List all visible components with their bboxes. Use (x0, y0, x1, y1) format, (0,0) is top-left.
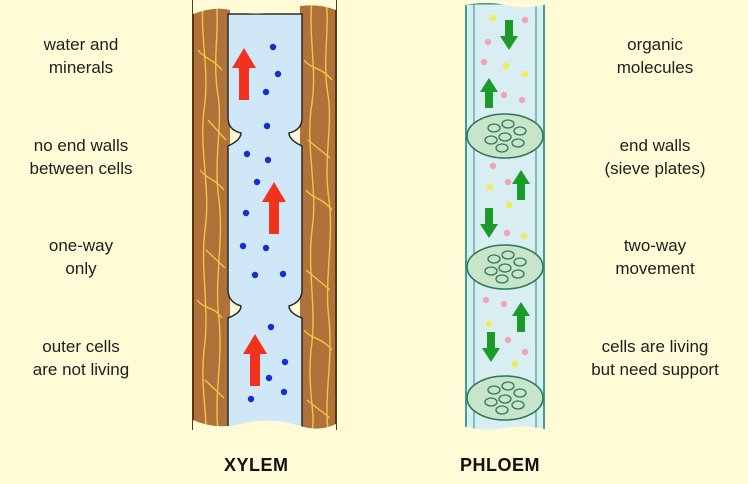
up-arrow-icon (243, 334, 267, 386)
down-arrow-icon (482, 332, 500, 362)
water-molecule-dots (239, 43, 289, 403)
phloem-sieve-tube (462, 0, 548, 440)
up-arrow-icon (512, 302, 530, 332)
xylem-title: XYLEM (224, 455, 289, 475)
phloem-title: PHLOEM (460, 455, 541, 475)
sieve-plates (466, 113, 544, 421)
down-arrow-icon (500, 20, 518, 50)
xylem-label-4: outer cells are not living (32, 337, 130, 379)
wall-fibres (196, 0, 333, 431)
phloem-label-2: end walls (sieve plates) (604, 136, 706, 178)
xylem-label-2: no end walls between cells (29, 136, 133, 178)
two-way-flow-arrows (480, 20, 530, 362)
up-arrow-icon (232, 48, 256, 100)
sieve-plate (466, 244, 544, 290)
up-arrow-icon (262, 182, 286, 234)
xylem-label-1: water and minerals (43, 35, 119, 77)
xylem-wall-left (193, 0, 230, 430)
up-arrow-icon (480, 78, 498, 108)
xylem-vessel (192, 0, 337, 440)
phloem-label-1: organic molecules (616, 35, 694, 77)
sieve-plate (466, 375, 544, 421)
xylem-label-3: one-way only (48, 236, 114, 278)
down-arrow-icon (480, 208, 498, 238)
upward-flow-arrows (232, 48, 286, 386)
phloem-label-4: cells are living but need support (591, 337, 719, 379)
phloem-label-3: two-way movement (615, 236, 695, 278)
sugar-molecule-dots (480, 14, 529, 368)
sieve-plate (466, 113, 544, 159)
up-arrow-icon (512, 170, 530, 200)
